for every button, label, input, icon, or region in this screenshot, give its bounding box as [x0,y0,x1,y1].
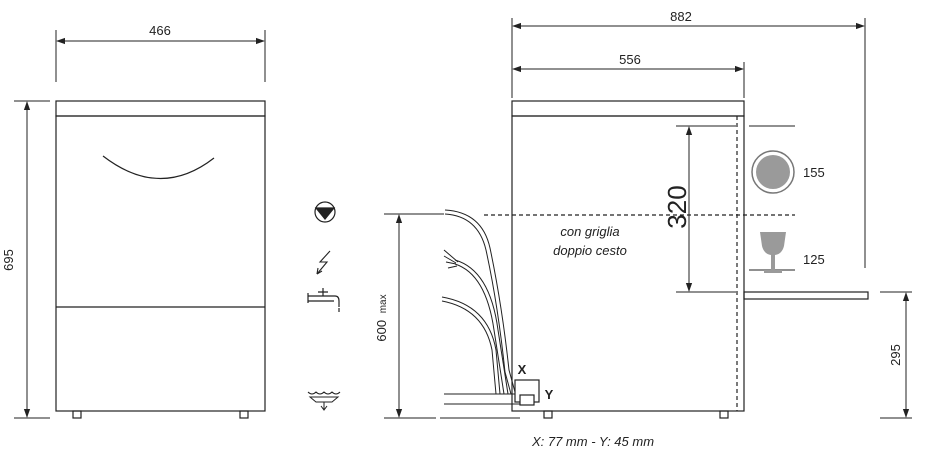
front-foot-left [72,410,82,419]
side-foot-left [543,410,553,419]
plate-size-label: 155 [803,165,825,180]
y-label: Y [545,387,554,402]
front-foot-right [239,410,249,419]
side-body [511,115,745,412]
connection-height-text: 600 max [374,294,389,341]
front-body [55,115,266,412]
drain-icon [314,201,336,223]
front-top-panel [55,100,266,117]
x-label: X [518,362,527,377]
dim-front-height [14,100,50,419]
water-tap-icon [307,288,340,312]
side-view [484,100,869,419]
front-width-label: 466 [149,23,171,38]
hoses [441,209,521,405]
connection-height-suffix: max [378,294,389,313]
rack-note-line1: con griglia [560,224,619,239]
front-height-label: 695 [1,249,16,271]
inner-height-label: 320 [662,185,692,228]
electric-icon [316,250,331,275]
dim-front-width [55,30,266,82]
xy-note: X: 77 mm - Y: 45 mm [531,434,654,449]
door-height-label: 295 [888,344,903,366]
open-door [743,291,869,300]
connection-height-label: 600 [374,320,389,342]
front-handle [102,155,215,180]
dim-inner-height [676,125,736,293]
body-depth-label: 556 [619,52,641,67]
connection-box [514,379,540,406]
total-depth-label: 882 [670,9,692,24]
side-top-panel [511,100,745,117]
plate-icon [751,150,795,194]
glass-icon [760,232,786,273]
glass-size-label: 125 [803,252,825,267]
side-foot-right [719,410,729,419]
floor-drain-icon [307,391,341,411]
side-reference-lines [384,18,912,419]
rack-note-line2: doppio cesto [553,243,627,258]
front-view [55,100,266,419]
